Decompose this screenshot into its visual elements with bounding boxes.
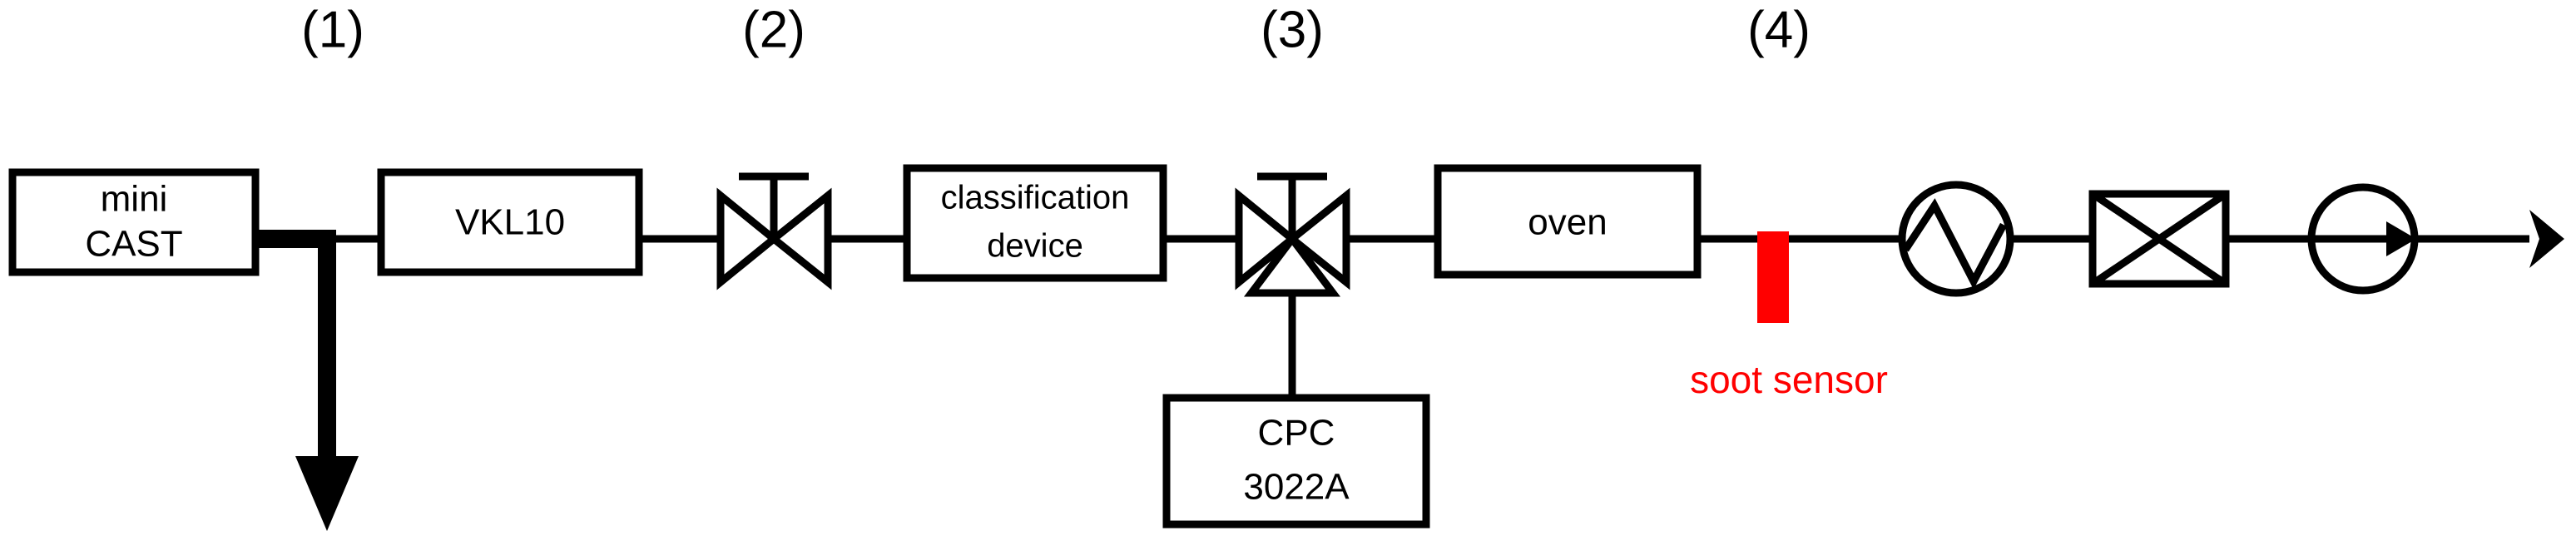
gate-valve-right-triangle (767, 187, 832, 290)
flow-meter-icon[interactable] (1898, 181, 2014, 297)
soot-sensor-bar (1757, 231, 1789, 323)
callout-2-label: (2) (742, 1, 805, 58)
three-way-valve-bottom-triangle (1243, 232, 1341, 297)
cpc-outline (1162, 394, 1430, 529)
callout-3-label: (3) (1261, 1, 1324, 58)
outlet-arrowhead (2529, 210, 2564, 268)
cpc-label-line1: CPC (1258, 413, 1335, 454)
box-cpc[interactable]: CPC 3022A (1162, 394, 1430, 529)
three-way-valve-right-triangle (1286, 187, 1350, 290)
pipeline-group (255, 210, 2564, 398)
mini-cast-label-line1: mini (101, 179, 168, 220)
three-way-valve-icon[interactable] (1235, 172, 1350, 297)
box-oven[interactable]: oven (1434, 164, 1702, 279)
mini-cast-outline (8, 168, 260, 276)
classification-device-outline (903, 164, 1167, 282)
soot-sensor-icon[interactable] (1757, 231, 1789, 323)
classification-device-label-line1: classification (941, 180, 1130, 216)
vkl10-label: VKL10 (455, 202, 565, 243)
box-mini-cast[interactable]: mini CAST (8, 168, 260, 276)
three-way-valve-left-triangle (1235, 187, 1299, 290)
box-classification-device[interactable]: classification device (903, 164, 1167, 282)
mini-cast-label-line2: CAST (85, 224, 182, 265)
callout-1-label: (1) (301, 1, 364, 58)
pump-icon[interactable] (2307, 183, 2419, 295)
classification-device-label-line2: device (987, 228, 1083, 265)
gate-valve-icon[interactable] (716, 172, 832, 290)
callout-4-label: (4) (1747, 1, 1811, 58)
filter-icon[interactable] (2088, 190, 2230, 288)
oven-label: oven (1528, 202, 1607, 243)
vkl10-outline (377, 168, 643, 276)
oven-outline (1434, 164, 1702, 279)
exhaust-branch-group (255, 230, 359, 531)
cpc-label-line2: 3022A (1243, 467, 1350, 508)
pump-arrowhead (2386, 221, 2416, 256)
gate-valve-left-triangle (716, 187, 780, 290)
callout-group: (1) (2) (3) (4) (301, 1, 1811, 58)
exhaust-arrowhead (295, 456, 359, 531)
box-vkl10[interactable]: VKL10 (377, 168, 643, 276)
soot-sensor-label: soot sensor (1690, 358, 1888, 401)
filter-diagonal-2 (2090, 191, 2228, 287)
flow-meter-sine-wave (1902, 198, 2007, 290)
